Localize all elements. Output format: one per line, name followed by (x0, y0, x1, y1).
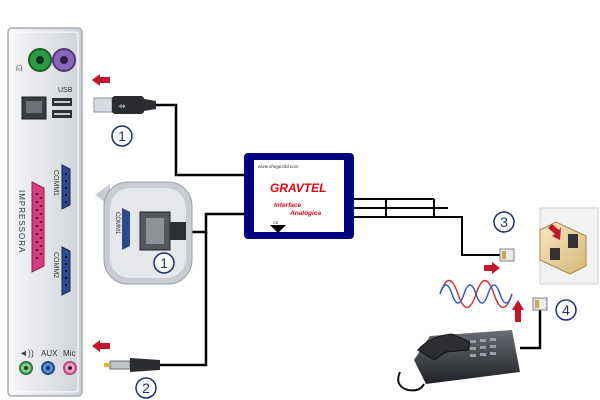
signal-wave-icon (439, 279, 513, 309)
step-2-badge: 2 (135, 377, 157, 399)
rj11-plug-phone (532, 297, 548, 311)
inset-com-port (122, 208, 130, 250)
pc-back-panel: ⍝ USB IMPRESSORA (7, 27, 83, 397)
lan-port (21, 96, 47, 120)
wall-coupler (539, 207, 599, 285)
device-brand: GRAVTEL (270, 181, 326, 195)
rj11-plug-line (499, 248, 515, 262)
device-website: www.chegostbl.com (258, 164, 299, 169)
mouse-icon: ⍝ (16, 62, 23, 74)
speaker-icon: ◄)) (19, 348, 34, 358)
device-port-label: CE (273, 220, 279, 225)
com2-port (61, 246, 71, 296)
step-4-number: 4 (562, 302, 570, 318)
usb-ports (52, 98, 72, 118)
audio-jack-plug (104, 358, 160, 372)
inset-com-label: COMM1 (114, 212, 120, 235)
step-1-number: 1 (118, 128, 126, 144)
printer-label: IMPRESSORA (17, 190, 26, 253)
ps2-mouse-port (28, 48, 52, 72)
usb-label: USB (58, 87, 73, 94)
device-port (270, 225, 286, 233)
audio-mic-jack (63, 361, 77, 375)
arrow-mic-icon (92, 340, 110, 352)
step-1-badge: 1 (111, 125, 133, 147)
device-line2: Analógica (289, 210, 321, 217)
com1-inset-callout: COMM1 1 (95, 181, 193, 285)
inset-step-badge (153, 252, 175, 274)
gravtel-interface-box: www.chegostbl.com GRAVTEL Interface Anal… (244, 153, 354, 239)
com1-port (61, 164, 71, 210)
telephone-icon (397, 330, 520, 392)
ps2-keyboard-port (52, 48, 76, 72)
device-line1: Interface (274, 202, 301, 209)
telephone-line-bundle (354, 198, 500, 256)
cables (156, 103, 542, 367)
mic-label: Mic (63, 349, 75, 358)
step-3-badge: 3 (493, 211, 515, 233)
usb-plug: ⇸ (93, 96, 156, 114)
arrow-coupler-icon (548, 224, 561, 240)
arrow-line-icon (484, 262, 500, 274)
step-2-number: 2 (142, 380, 150, 396)
com2-label: COMM2 (52, 252, 59, 278)
inset-serial-connector (139, 211, 186, 251)
printer-port (31, 181, 45, 273)
step-3-number: 3 (500, 214, 508, 230)
inset-step-number: 1 (160, 255, 168, 271)
com1-label: COMM1 (52, 170, 59, 196)
arrow-phone-icon (512, 300, 524, 322)
usb-symbol-icon: ⇸ (118, 101, 126, 111)
audio-aux-jack (41, 361, 55, 375)
aux-label: AUX (41, 349, 58, 358)
step-4-badge: 4 (555, 299, 577, 321)
audio-line-out-jack (19, 361, 33, 375)
arrow-usb-icon (92, 74, 110, 86)
